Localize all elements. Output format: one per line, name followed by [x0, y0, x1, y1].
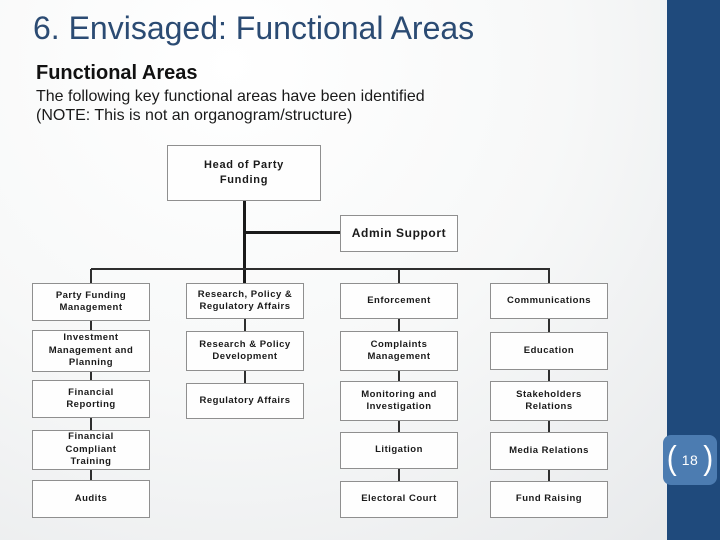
connector-stub [548, 370, 550, 381]
box-litigation: Litigation [340, 432, 458, 469]
box-audits: Audits [32, 480, 150, 518]
box-enforcement: Enforcement [340, 283, 458, 319]
connector-stub [244, 371, 246, 383]
box-head-of-party-funding: Head of Party Funding [167, 145, 321, 201]
body-line-1: The following key functional areas have … [36, 88, 425, 105]
connector-stub [548, 421, 550, 432]
box-investment-management-planning: Investment Management and Planning [32, 330, 150, 372]
box-research-policy-regulatory-affairs: Research, Policy & Regulatory Affairs [186, 283, 304, 319]
body-text: The following key functional areas have … [36, 87, 425, 125]
section-heading: Functional Areas [36, 62, 198, 84]
connector-stub [398, 319, 400, 331]
box-complaints-management: Complaints Management [340, 331, 458, 371]
box-communications: Communications [490, 283, 608, 319]
page-number-badge: ( 18 ) [663, 435, 717, 485]
box-admin-support: Admin Support [340, 215, 458, 252]
box-research-policy-development: Research & Policy Development [186, 331, 304, 371]
connector-root-vertical [243, 201, 246, 283]
left-paren-decoration: ( [666, 439, 677, 477]
body-line-2: (NOTE: This is not an organogram/structu… [36, 107, 353, 124]
box-electoral-court: Electoral Court [340, 481, 458, 518]
box-monitoring-and-investigation: Monitoring and Investigation [340, 381, 458, 421]
box-media-relations: Media Relations [490, 432, 608, 470]
slide-title: 6. Envisaged: Functional Areas [33, 10, 475, 46]
box-education: Education [490, 332, 608, 370]
connector-rail [91, 268, 550, 270]
connector-stub [90, 470, 92, 480]
connector-stub [548, 319, 550, 332]
box-regulatory-affairs: Regulatory Affairs [186, 383, 304, 419]
box-party-funding-management: Party Funding Management [32, 283, 150, 321]
connector-stub [548, 269, 550, 283]
right-paren-decoration: ) [703, 439, 714, 477]
connector-stub [398, 421, 400, 432]
connector-admin-horizontal [244, 231, 340, 234]
connector-stub [90, 269, 92, 283]
connector-stub [90, 418, 92, 430]
connector-stub [398, 269, 400, 283]
box-financial-compliant-training: Financial Compliant Training [32, 430, 150, 470]
connector-stub [398, 371, 400, 381]
box-stakeholders-relations: Stakeholders Relations [490, 381, 608, 421]
page-number: 18 [681, 452, 699, 468]
connector-stub [548, 470, 550, 481]
box-financial-reporting: Financial Reporting [32, 380, 150, 418]
connector-stub [90, 372, 92, 380]
connector-stub [244, 319, 246, 331]
connector-stub [90, 321, 92, 330]
connector-stub [398, 469, 400, 481]
box-fund-raising: Fund Raising [490, 481, 608, 518]
